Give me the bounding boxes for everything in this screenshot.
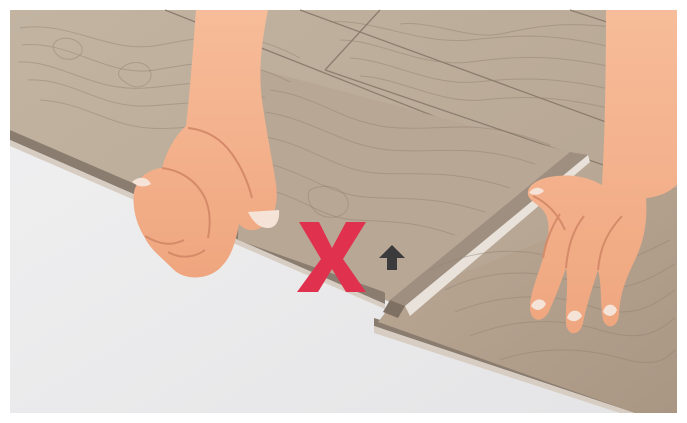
installation-scene xyxy=(0,0,687,423)
flooring-installation-illustration xyxy=(0,0,687,423)
